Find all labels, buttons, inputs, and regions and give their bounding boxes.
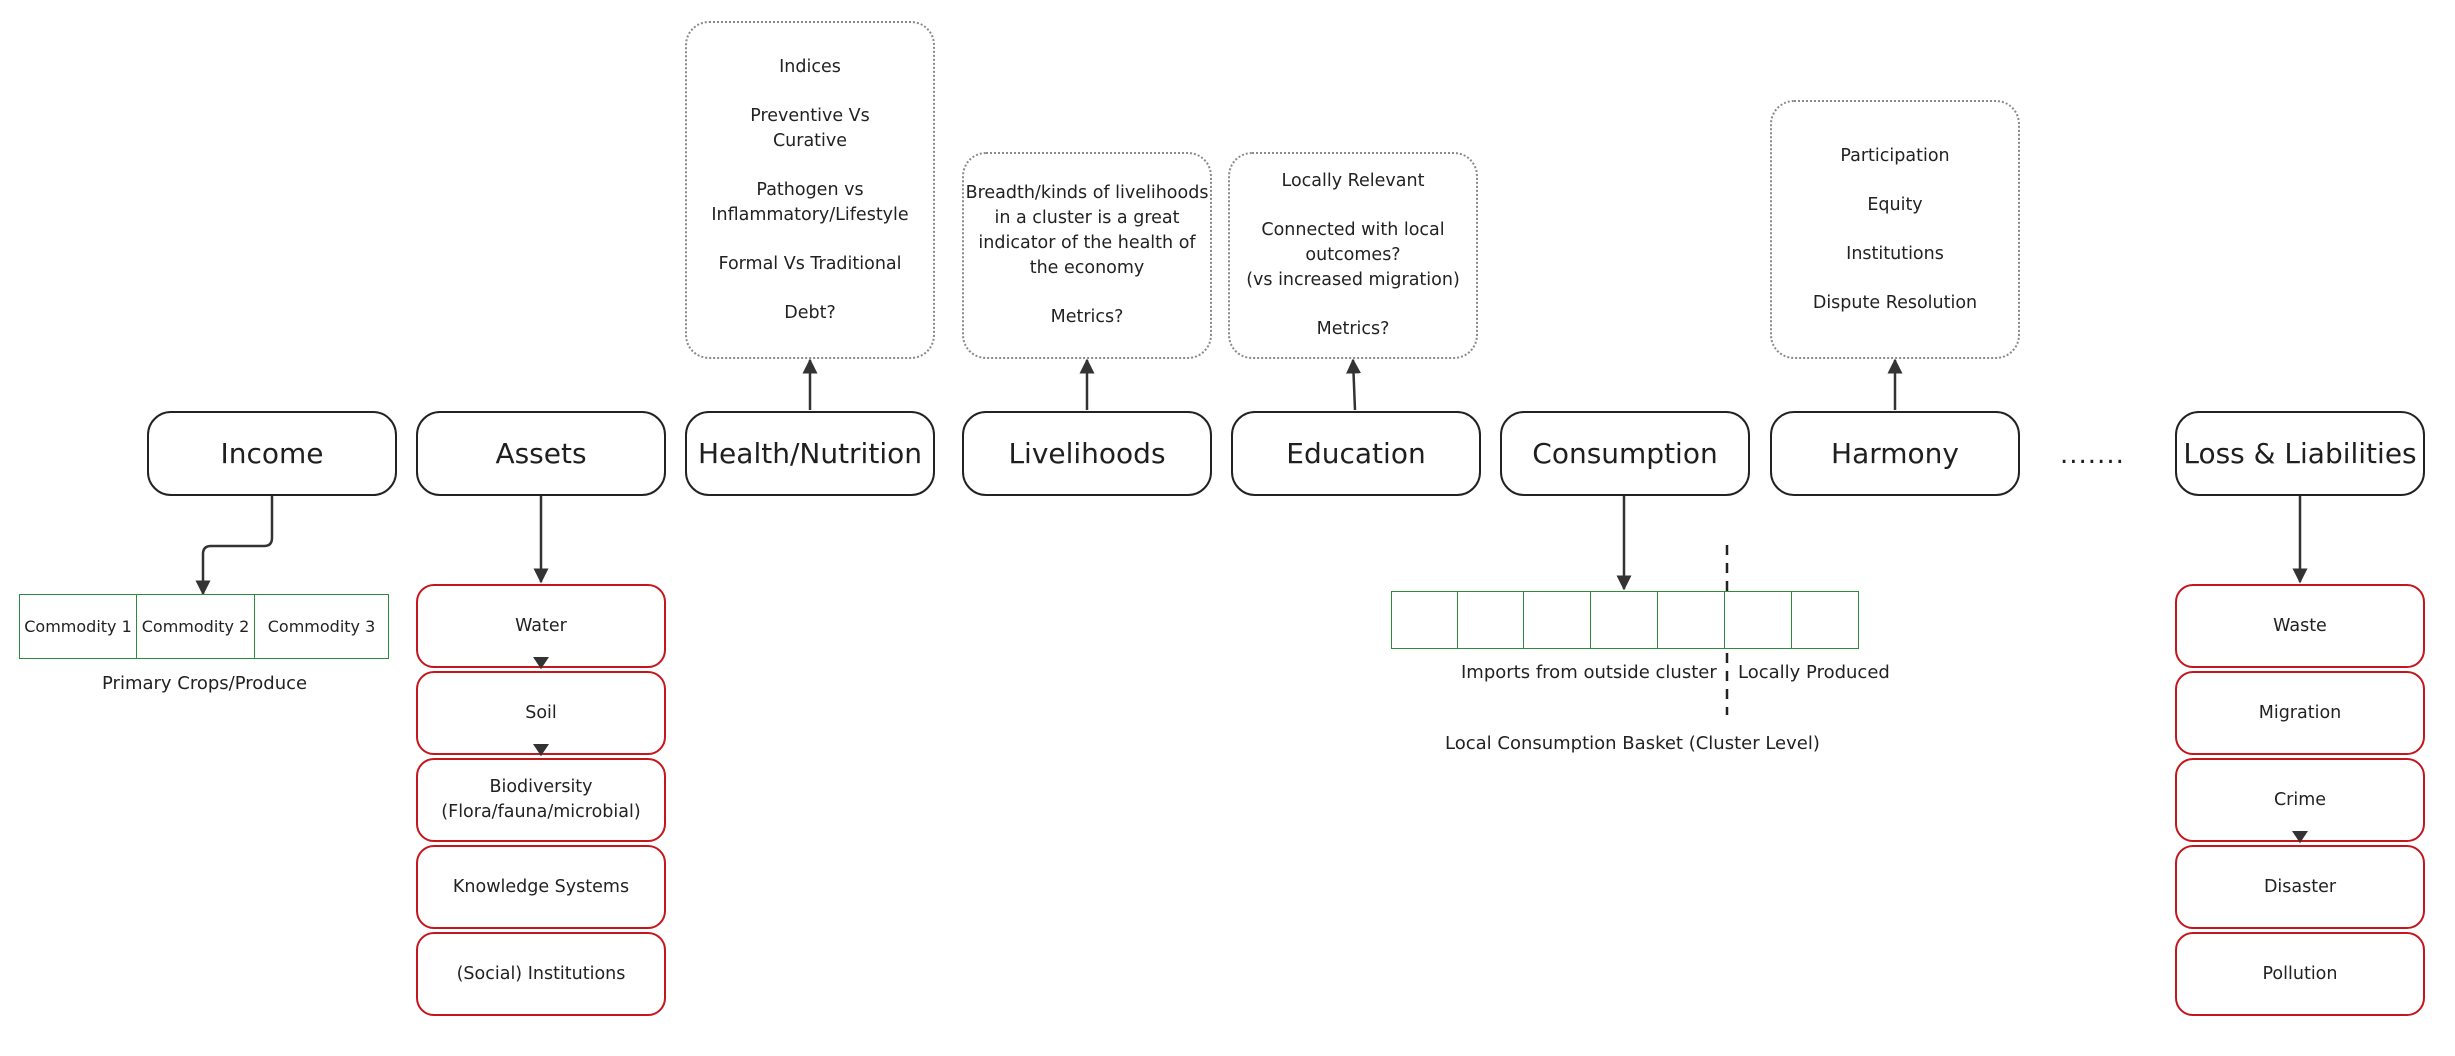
primary-crops-caption: Primary Crops/Produce bbox=[102, 673, 308, 694]
liability-item: Migration bbox=[2175, 671, 2425, 755]
livelihoods-note-line: Metrics? bbox=[1050, 307, 1124, 327]
commodity-cell: Commodity 2 bbox=[136, 594, 255, 659]
livelihoods-note: Breadth/kinds of livelihoods in a cluste… bbox=[962, 152, 1212, 359]
assets-box: Assets bbox=[416, 411, 666, 496]
commodity-cell: Commodity 3 bbox=[254, 594, 389, 659]
basket-cell bbox=[1724, 591, 1792, 649]
commodity-cell: Commodity 1 bbox=[19, 594, 137, 659]
health-note-line: Pathogen vs Inflammatory/Lifestyle bbox=[711, 179, 909, 225]
income-box: Income bbox=[147, 411, 397, 496]
livelihoods-box: Livelihoods bbox=[962, 411, 1212, 496]
locally-produced-label: Locally Produced bbox=[1738, 662, 1890, 683]
health-note-line: Preventive Vs Curative bbox=[750, 105, 870, 151]
consumption-basket-caption: Local Consumption Basket (Cluster Level) bbox=[1445, 733, 1820, 754]
livelihoods-note-line: Breadth/kinds of livelihoods in a cluste… bbox=[965, 183, 1209, 278]
consumption-box: Consumption bbox=[1500, 411, 1750, 496]
harmony-note-line: Equity bbox=[1867, 194, 1923, 215]
asset-item: (Social) Institutions bbox=[416, 932, 666, 1016]
education-note-line: Metrics? bbox=[1316, 319, 1390, 339]
harmony-note-line: Dispute Resolution bbox=[1812, 292, 1978, 313]
education-box: Education bbox=[1231, 411, 1481, 496]
health-note-line: Debt? bbox=[784, 302, 836, 323]
income-to-commodities-arrow bbox=[195, 496, 274, 596]
ellipsis-text: ....... bbox=[2060, 440, 2125, 470]
liability-item: Disaster bbox=[2175, 845, 2425, 929]
asset-item: Soil bbox=[416, 671, 666, 755]
health-note-line: Formal Vs Traditional bbox=[718, 253, 902, 274]
basket-cell bbox=[1657, 591, 1725, 649]
health-nutrition-box: Health/Nutrition bbox=[685, 411, 935, 496]
liability-item: Crime bbox=[2175, 758, 2425, 842]
crime-to-disaster-arrowhead bbox=[2292, 831, 2308, 843]
education-note-line: Locally Relevant bbox=[1281, 171, 1425, 191]
soil-to-biodiversity-arrowhead bbox=[533, 744, 549, 756]
water-to-soil-arrowhead bbox=[533, 657, 549, 669]
harmony-note: Participation Equity Institutions Disput… bbox=[1770, 100, 2020, 359]
asset-item: Knowledge Systems bbox=[416, 845, 666, 929]
basket-cell bbox=[1791, 591, 1859, 649]
basket-cell bbox=[1391, 591, 1459, 649]
education-note-line: Connected with local outcomes? (vs incre… bbox=[1246, 220, 1460, 290]
harmony-box: Harmony bbox=[1770, 411, 2020, 496]
health-note: Indices Preventive Vs Curative Pathogen … bbox=[685, 21, 935, 359]
harmony-note-line: Institutions bbox=[1846, 243, 1944, 264]
asset-item: Biodiversity (Flora/fauna/microbial) bbox=[416, 758, 666, 842]
imports-label: Imports from outside cluster bbox=[1461, 662, 1717, 683]
liability-item: Waste bbox=[2175, 584, 2425, 668]
asset-item: Water bbox=[416, 584, 666, 668]
education-note: Locally Relevant Connected with local ou… bbox=[1228, 152, 1478, 359]
harmony-note-line: Participation bbox=[1840, 145, 1950, 166]
liability-item: Pollution bbox=[2175, 932, 2425, 1016]
health-note-line: Indices bbox=[779, 56, 841, 77]
basket-cell bbox=[1590, 591, 1658, 649]
education-to-note-arrow bbox=[1346, 358, 1362, 411]
basket-cell bbox=[1457, 591, 1525, 649]
loss-liabilities-box: Loss & Liabilities bbox=[2175, 411, 2425, 496]
